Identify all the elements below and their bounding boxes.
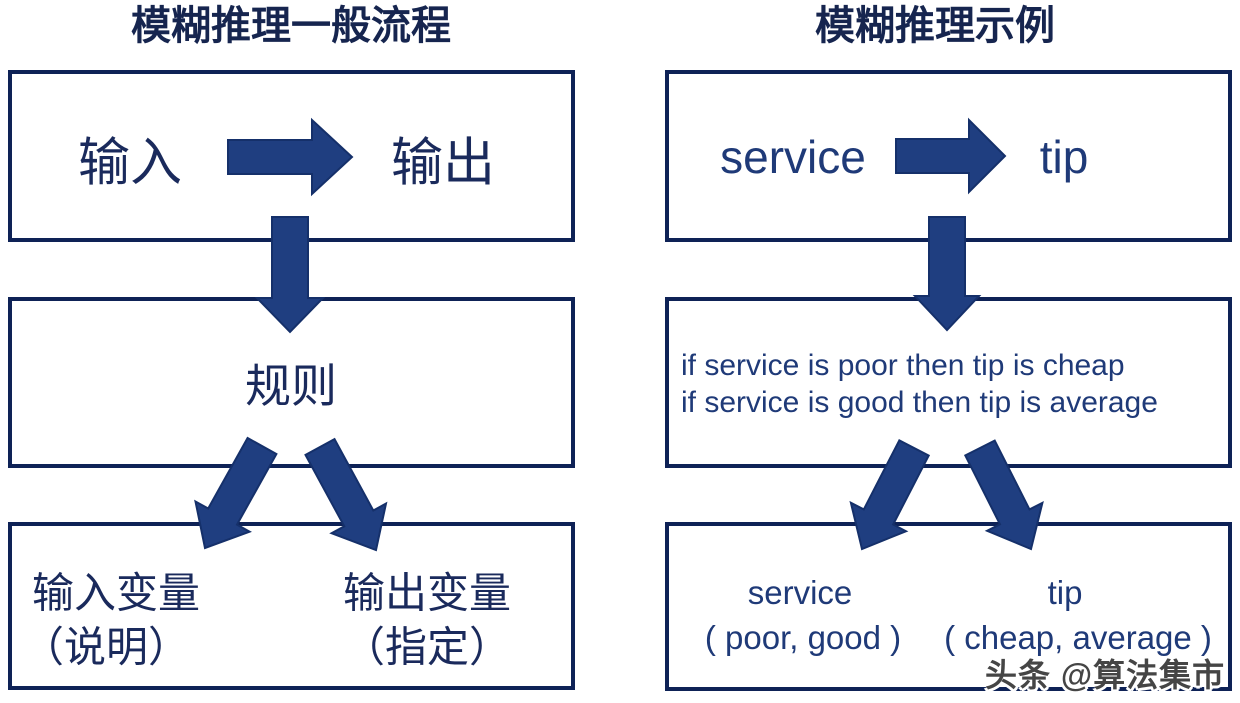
output-label: 输出 bbox=[390, 134, 496, 193]
input-variable-label: 输入变量 bbox=[31, 569, 201, 617]
service-variable-values: ( poor, good ) bbox=[704, 619, 902, 656]
right-rules-box bbox=[665, 297, 1232, 468]
left-variables-box bbox=[8, 522, 575, 690]
rule-line-2: if service is good then tip is average bbox=[681, 386, 1158, 419]
watermark: 头条 @算法集市 bbox=[985, 657, 1226, 693]
tip-label: tip bbox=[1039, 131, 1089, 183]
input-label: 输入 bbox=[77, 134, 183, 193]
service-label: service bbox=[720, 131, 866, 183]
input-variable-note: （说明） bbox=[21, 623, 191, 671]
tip-variable-values: ( cheap, average ) bbox=[944, 619, 1212, 656]
right-column-title: 模糊推理示例 bbox=[815, 4, 1055, 48]
output-variable-label: 输出变量 bbox=[342, 569, 512, 617]
service-variable-label: service bbox=[747, 574, 853, 611]
right-variables-box bbox=[665, 522, 1232, 691]
if-then-rules-text: if service is poor then tip is cheap if … bbox=[681, 347, 1158, 421]
tip-variable-label: tip bbox=[1047, 574, 1083, 611]
rule-line-1: if service is poor then tip is cheap bbox=[681, 349, 1125, 382]
left-column-title: 模糊推理一般流程 bbox=[131, 4, 451, 48]
output-variable-note: （指定） bbox=[342, 623, 512, 671]
rules-label: 规则 bbox=[245, 360, 337, 412]
